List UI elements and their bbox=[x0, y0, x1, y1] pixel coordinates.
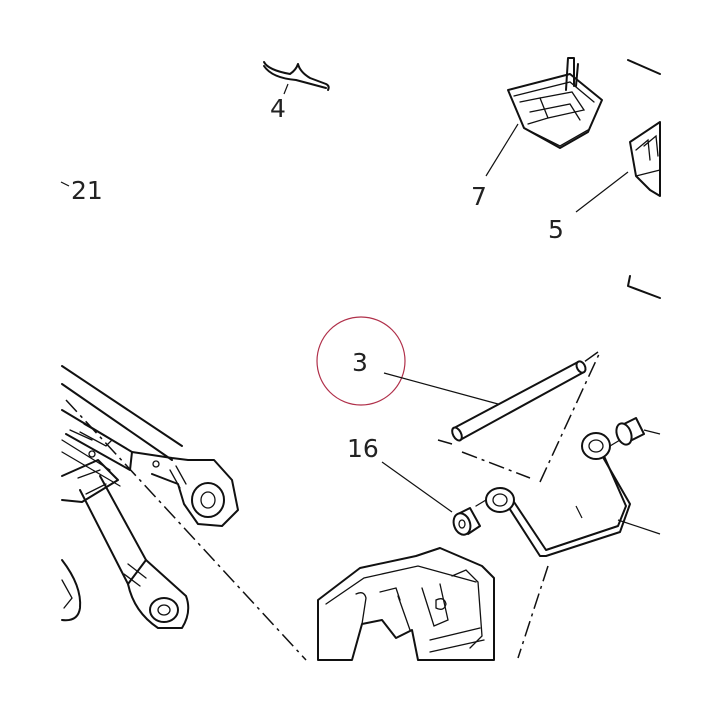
leader-5 bbox=[575, 171, 629, 213]
leader-right-3 bbox=[575, 505, 583, 519]
callout-3: 3 bbox=[352, 348, 368, 377]
callout-21: 21 bbox=[71, 176, 103, 205]
leader-right-2 bbox=[617, 519, 661, 535]
callout-7: 7 bbox=[471, 182, 487, 211]
part-5-clip bbox=[627, 59, 661, 197]
leader-3 bbox=[383, 372, 499, 405]
part-16-bushing bbox=[452, 507, 481, 536]
bracket-edge bbox=[627, 275, 661, 299]
callout-16: 16 bbox=[347, 434, 379, 463]
part-7-clip bbox=[507, 57, 603, 149]
centerline-upper bbox=[437, 351, 601, 483]
callout-5: 5 bbox=[548, 215, 564, 244]
part-3-rod bbox=[451, 360, 587, 442]
centerline-lower bbox=[517, 565, 549, 659]
leader-21 bbox=[60, 181, 70, 187]
left-arm-assembly bbox=[61, 365, 239, 629]
bushing-right bbox=[615, 417, 645, 446]
leader-4 bbox=[283, 83, 289, 95]
callout-3-highlight-circle bbox=[316, 316, 406, 406]
part-4-brace bbox=[263, 61, 330, 91]
leader-16 bbox=[381, 461, 453, 513]
leader-right-1 bbox=[643, 429, 661, 435]
centerline-left bbox=[65, 399, 307, 661]
leader-7 bbox=[485, 123, 519, 177]
callout-4: 4 bbox=[270, 94, 286, 123]
lower-housing bbox=[317, 547, 495, 661]
u-bracket bbox=[475, 432, 631, 557]
